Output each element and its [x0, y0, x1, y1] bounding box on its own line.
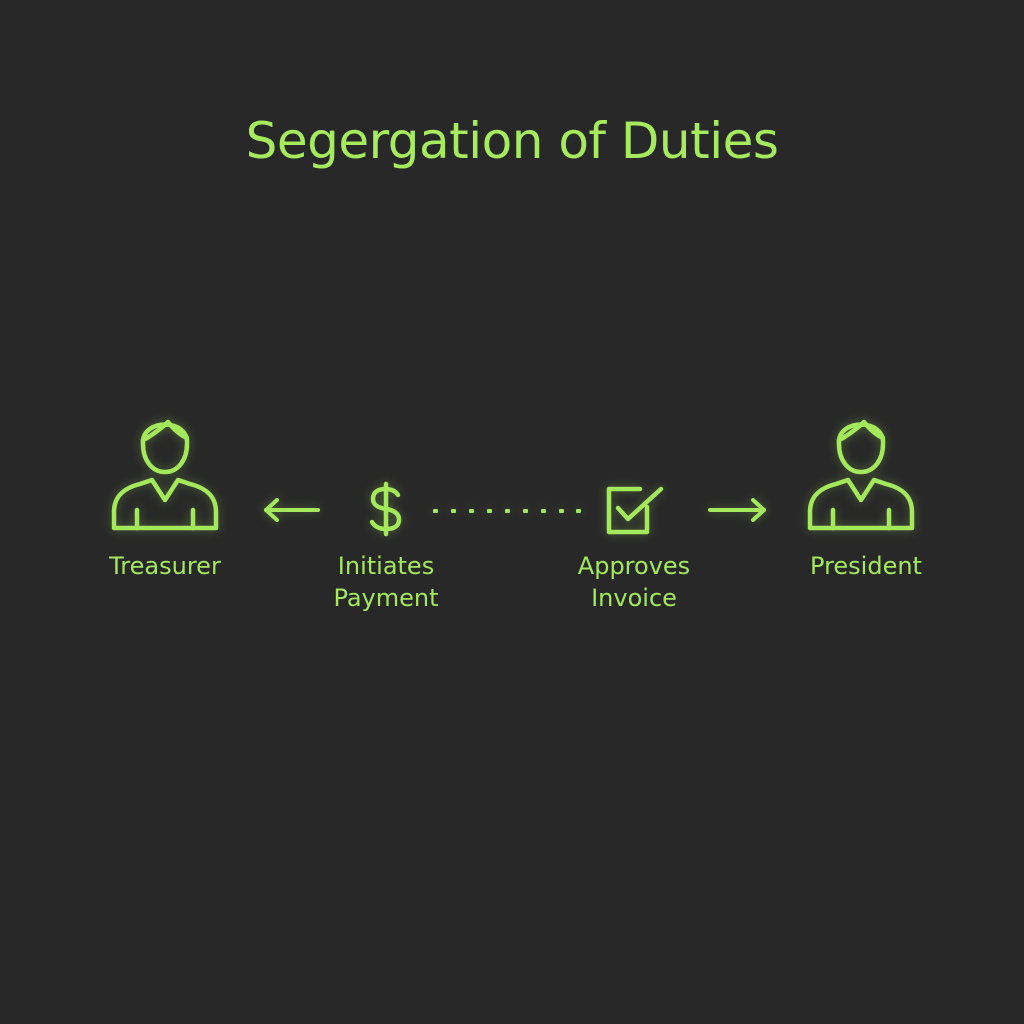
president-label: President	[810, 552, 922, 580]
president-person-icon	[806, 404, 916, 531]
approves-invoice-label: Approves Invoice	[577, 552, 691, 612]
dollar-icon	[366, 481, 406, 537]
dotted-line	[430, 505, 584, 517]
checkbox-check-icon	[604, 484, 666, 536]
treasurer-person-icon	[110, 404, 220, 531]
treasurer-label: Treasurer	[109, 552, 221, 580]
initiates-payment-label: Initiates Payment	[333, 552, 439, 612]
arrow-right-icon	[706, 497, 768, 523]
arrow-left-icon	[262, 497, 322, 523]
diagram-title: Segergation of Duties	[245, 112, 779, 170]
